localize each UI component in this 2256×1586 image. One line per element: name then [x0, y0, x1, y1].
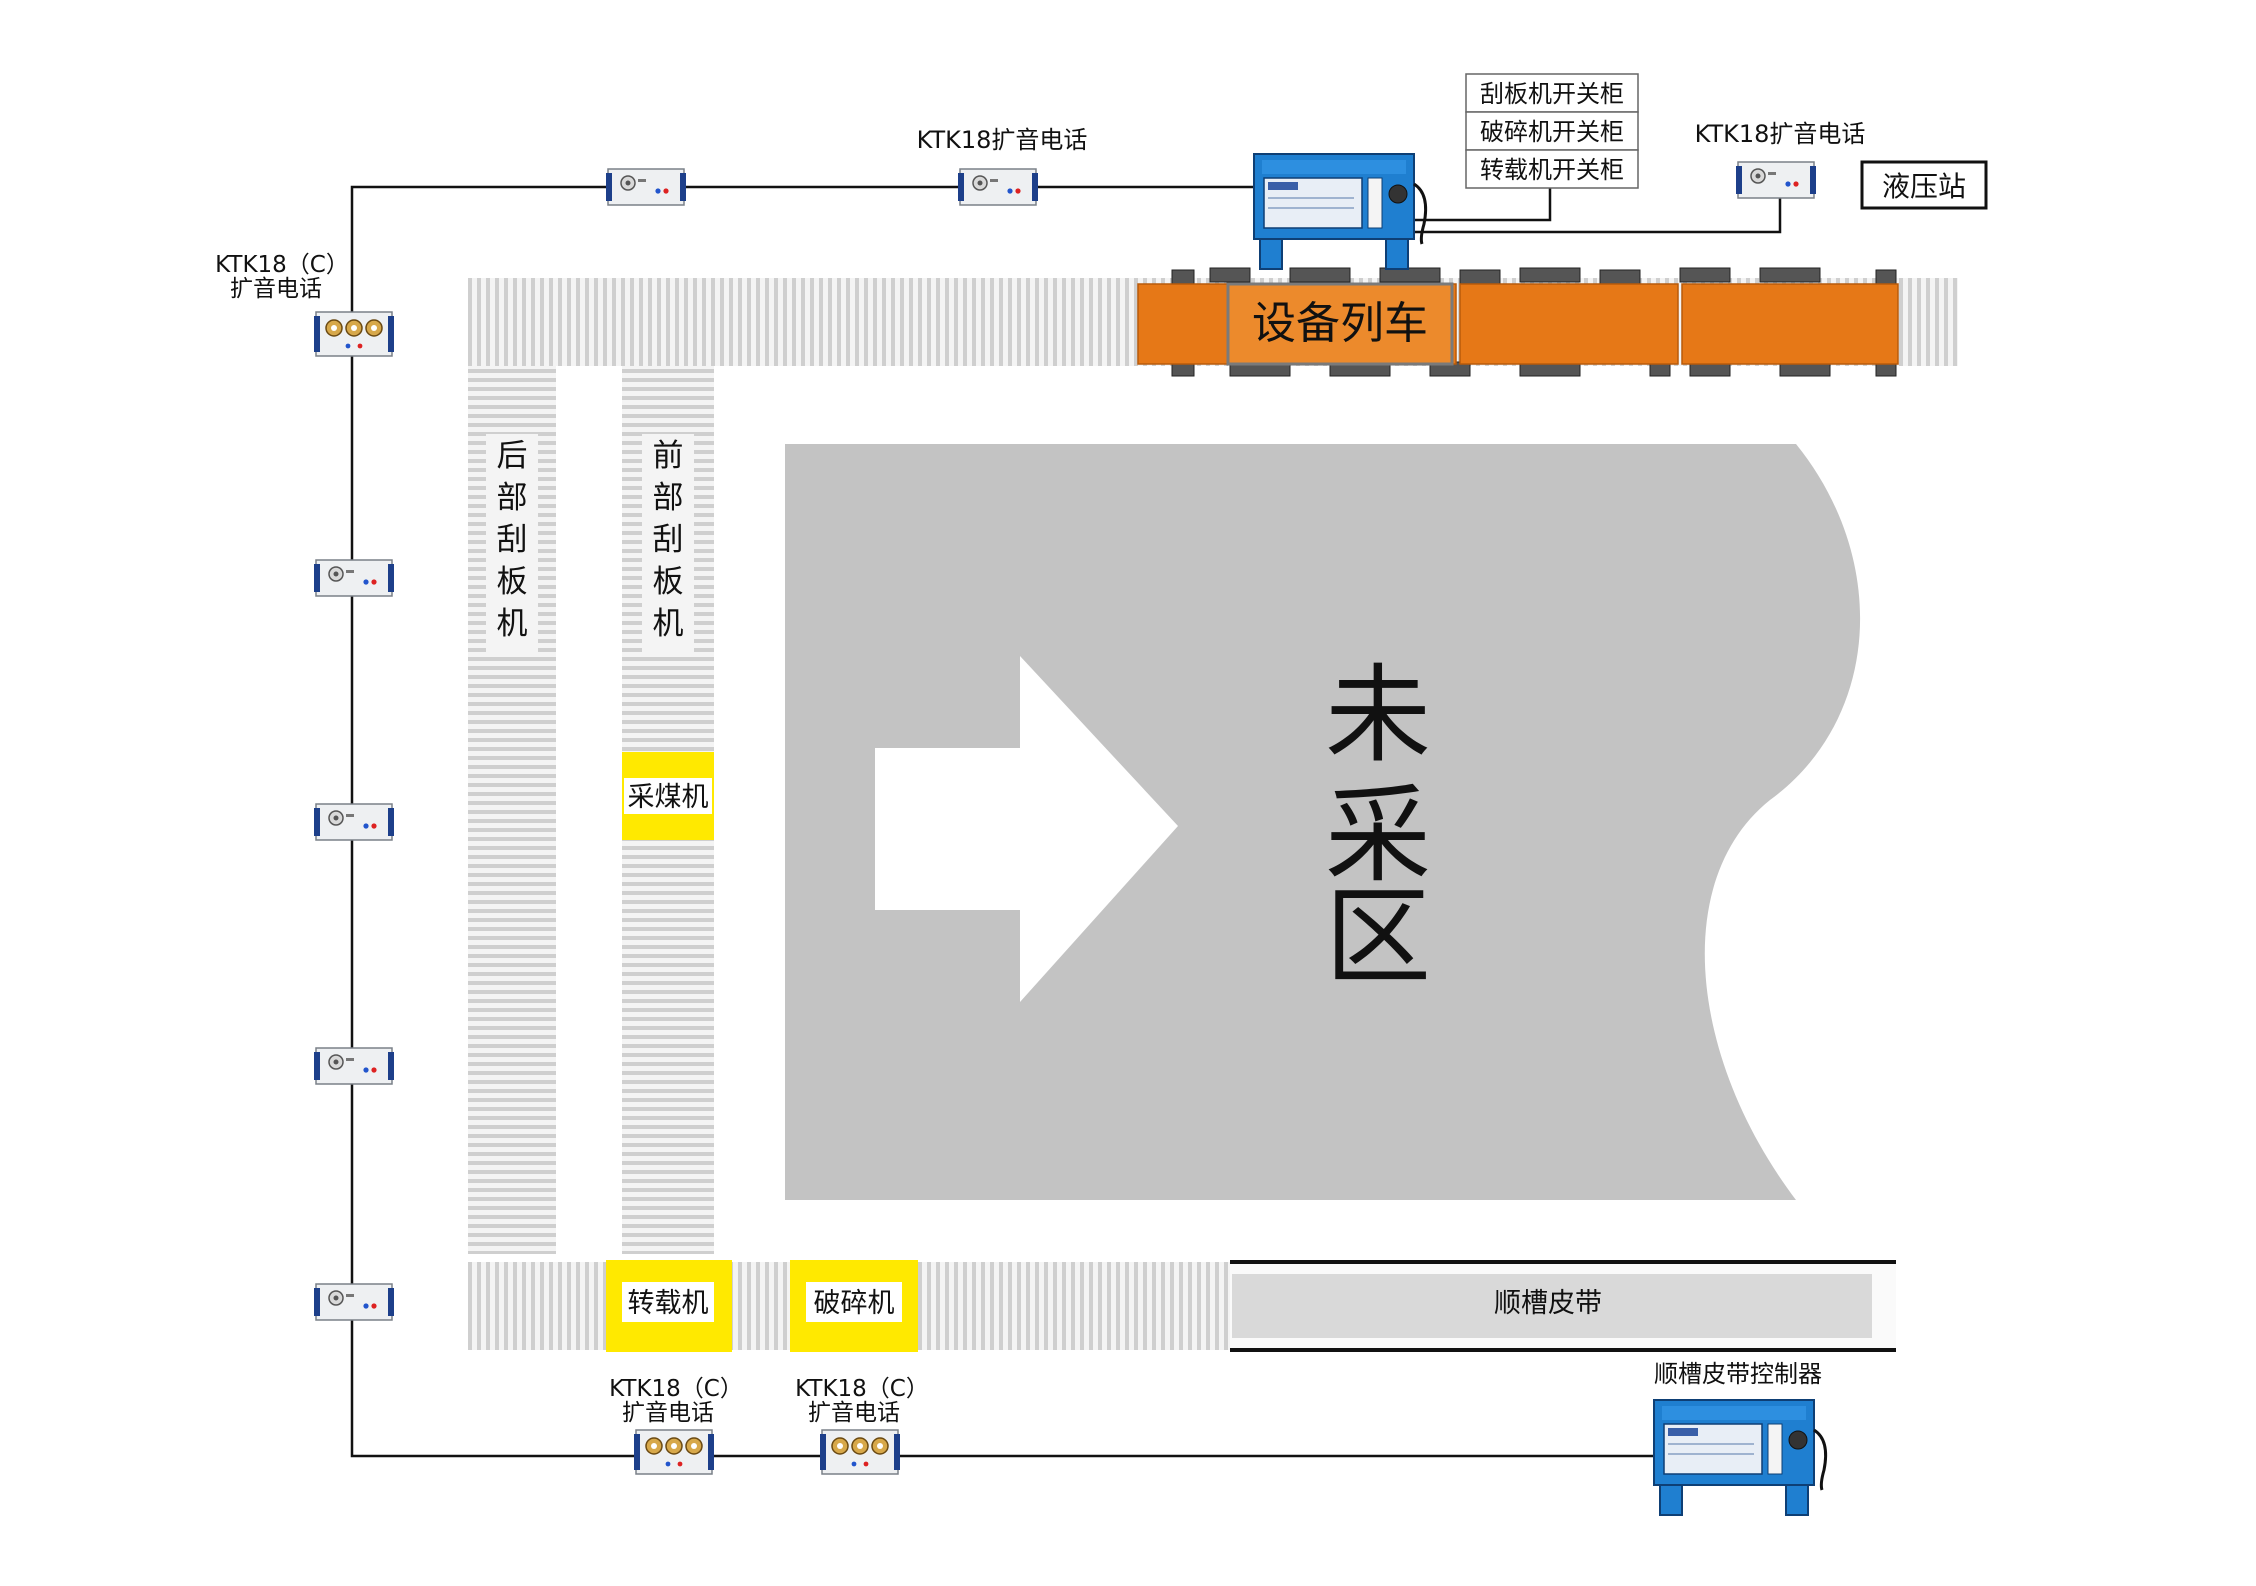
ktk18-phone-icon[interactable]: [313, 803, 395, 841]
unmined-area-label: 未 采 区: [1325, 654, 1431, 999]
transfer-machine-label: 转载机: [628, 1288, 709, 1319]
ktk18c-bottom1-label-line1: KTK18（C）: [609, 1376, 743, 1402]
ktk18c-phone-icon[interactable]: [633, 1429, 715, 1475]
rear-char-4: 板: [497, 564, 528, 600]
switch-cabinet-1: 刮板机开关柜: [1480, 80, 1624, 108]
ktk18c-phone-icon[interactable]: [819, 1429, 901, 1475]
ktk18-phone-icon[interactable]: [605, 168, 687, 206]
mining-direction-arrow: [875, 656, 1178, 1002]
switch-cabinets-list: 刮板机开关柜 破碎机开关柜 转载机开关柜: [1465, 73, 1639, 189]
ktk18-topright-label: KTK18扩音电话: [1695, 120, 1866, 148]
ktk18-phone-icon[interactable]: [313, 1283, 395, 1321]
rear-char-2: 部: [497, 480, 528, 516]
crusher: 破碎机: [790, 1260, 918, 1352]
front-char-5: 机: [653, 606, 684, 642]
ktk18c-left-label-line1: KTK18（C）: [215, 252, 349, 278]
ktk18c-bottom2-label-line1: KTK18（C）: [795, 1376, 929, 1402]
ktk18c-bottom1-label-line2: 扩音电话: [622, 1400, 714, 1426]
rear-char-3: 刮: [497, 522, 528, 558]
rear-char-1: 后: [497, 438, 528, 474]
front-char-2: 部: [653, 480, 684, 516]
front-char-3: 刮: [653, 522, 684, 558]
shearer: 采煤机: [622, 752, 714, 840]
belt-label: 顺槽皮带: [1494, 1288, 1602, 1319]
switch-cabinet-3: 转载机开关柜: [1480, 156, 1624, 184]
equipment-train: 设备列车: [1137, 267, 1899, 377]
hydraulic-station-label: 液压站: [1882, 170, 1966, 203]
ktk18-phone-icon[interactable]: [313, 1047, 395, 1085]
unmined-area: [785, 444, 1861, 1200]
transfer-machine: 转载机: [606, 1260, 732, 1352]
unmined-char-2: 采: [1325, 774, 1431, 897]
belt-controller-box-icon[interactable]: [1652, 1398, 1828, 1517]
ktk18-top-label: KTK18扩音电话: [917, 126, 1088, 154]
switch-cabinet-2: 破碎机开关柜: [1480, 118, 1624, 146]
belt-conveyor: [1230, 1260, 1896, 1352]
unmined-char-3: 区: [1325, 876, 1431, 999]
front-char-1: 前: [653, 438, 684, 474]
rear-char-5: 机: [497, 606, 528, 642]
controller-box-icon[interactable]: [1252, 152, 1428, 271]
rear-conveyor-label: 后 部 刮 板 机: [486, 434, 538, 656]
ktk18c-bottom2-label-line2: 扩音电话: [808, 1400, 900, 1426]
ktk18-phone-icon[interactable]: [313, 559, 395, 597]
hydraulic-station: 液压站: [1860, 160, 1988, 210]
ktk18c-left-label-line2: 扩音电话: [230, 276, 322, 302]
shearer-label: 采煤机: [628, 782, 709, 813]
crusher-label: 破碎机: [814, 1288, 895, 1319]
ktk18c-phone-icon[interactable]: [313, 311, 395, 357]
belt-controller-label: 顺槽皮带控制器: [1654, 1360, 1822, 1388]
front-char-4: 板: [653, 564, 684, 600]
unmined-char-1: 未: [1325, 654, 1431, 777]
ktk18-phone-icon[interactable]: [957, 168, 1039, 206]
equipment-train-label: 设备列车: [1252, 298, 1428, 349]
ktk18-phone-icon[interactable]: [1735, 161, 1817, 199]
front-conveyor-label: 前 部 刮 板 机: [642, 434, 694, 656]
